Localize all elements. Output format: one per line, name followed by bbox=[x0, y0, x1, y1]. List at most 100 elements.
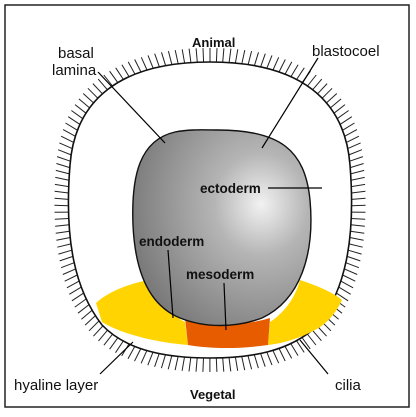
cilium bbox=[60, 256, 73, 261]
cilium bbox=[307, 334, 316, 345]
cilium bbox=[216, 358, 217, 372]
cilium bbox=[79, 99, 90, 108]
cilium bbox=[261, 354, 266, 367]
label-endoderm: endoderm bbox=[139, 234, 204, 249]
cilium bbox=[88, 88, 98, 98]
cilium bbox=[57, 244, 71, 247]
cilium bbox=[297, 341, 305, 353]
cilium bbox=[55, 191, 69, 193]
cilium bbox=[350, 164, 363, 168]
cilium bbox=[248, 356, 252, 370]
cilium bbox=[89, 321, 99, 331]
cilium bbox=[349, 244, 363, 247]
cilium bbox=[161, 355, 165, 368]
cilium bbox=[352, 198, 366, 199]
cilium bbox=[56, 170, 70, 174]
cilium bbox=[223, 48, 224, 62]
cilium bbox=[99, 330, 108, 341]
label-mesoderm: mesoderm bbox=[186, 267, 254, 282]
cilium bbox=[223, 358, 224, 372]
cilium bbox=[85, 316, 95, 326]
cilium bbox=[162, 52, 166, 65]
cilium bbox=[196, 358, 197, 372]
cilium bbox=[63, 269, 76, 275]
label-hyaline-layer: hyaline layer bbox=[14, 377, 98, 394]
cilium bbox=[116, 68, 124, 80]
cilium bbox=[189, 358, 191, 372]
cilium bbox=[168, 51, 172, 65]
cilium bbox=[348, 250, 361, 254]
cilium bbox=[345, 130, 357, 137]
cilium bbox=[341, 281, 353, 288]
cilium bbox=[242, 50, 245, 64]
cilium bbox=[196, 48, 197, 62]
cilium bbox=[350, 157, 363, 162]
cilium bbox=[346, 263, 359, 268]
blastocoel-region bbox=[133, 130, 311, 326]
cilium bbox=[339, 287, 351, 294]
cilium bbox=[148, 352, 153, 365]
cilium bbox=[349, 150, 362, 155]
cilium bbox=[59, 143, 72, 149]
cilium bbox=[203, 358, 204, 372]
cilium bbox=[75, 105, 86, 114]
cilium bbox=[261, 54, 266, 67]
cilium bbox=[81, 310, 92, 319]
cilium bbox=[248, 51, 252, 65]
cilium bbox=[242, 356, 245, 370]
cilium bbox=[58, 250, 71, 254]
cilium bbox=[313, 79, 322, 90]
cilium bbox=[235, 49, 237, 63]
cilium bbox=[297, 68, 305, 80]
cilium bbox=[55, 177, 69, 180]
cilium bbox=[110, 71, 118, 82]
cilium bbox=[128, 346, 135, 358]
cilium bbox=[58, 150, 71, 155]
cilium bbox=[175, 357, 178, 371]
cilium bbox=[61, 263, 74, 268]
cilium bbox=[189, 49, 191, 63]
cilium bbox=[83, 94, 93, 103]
cilium bbox=[285, 62, 292, 74]
cilium bbox=[71, 111, 82, 119]
cilium bbox=[63, 130, 75, 137]
cilium bbox=[235, 357, 237, 371]
cilium bbox=[273, 57, 279, 70]
cilium bbox=[203, 48, 204, 62]
cilium bbox=[291, 344, 298, 356]
cilium bbox=[93, 84, 103, 94]
cilium bbox=[72, 293, 84, 301]
cilium bbox=[116, 341, 124, 353]
cilium bbox=[291, 65, 298, 77]
cilium bbox=[69, 287, 81, 294]
cilium bbox=[56, 238, 70, 241]
cilium bbox=[56, 164, 69, 168]
cilium bbox=[182, 49, 184, 63]
label-blastocoel: blastocoel bbox=[312, 43, 380, 60]
cilium bbox=[229, 49, 231, 63]
cilium bbox=[334, 105, 345, 114]
cilium bbox=[110, 338, 118, 349]
cilium bbox=[344, 269, 357, 275]
cilium bbox=[308, 75, 317, 86]
label-animal: Animal bbox=[192, 35, 235, 50]
leader-cilia bbox=[300, 340, 328, 374]
label-vegetal: Vegetal bbox=[190, 387, 236, 402]
cilium bbox=[254, 355, 258, 368]
cilium bbox=[279, 348, 285, 361]
cilium bbox=[330, 99, 341, 108]
cilium bbox=[350, 231, 364, 233]
cilium bbox=[122, 65, 129, 77]
cilium bbox=[93, 326, 103, 336]
cilium bbox=[229, 358, 231, 372]
cilium bbox=[318, 84, 328, 94]
cilium bbox=[155, 54, 160, 67]
cilium bbox=[350, 238, 364, 241]
cilium bbox=[56, 231, 70, 233]
cilium bbox=[141, 57, 147, 70]
label-cilia: cilia bbox=[335, 377, 361, 394]
cilium bbox=[340, 117, 352, 125]
cilium bbox=[337, 111, 348, 119]
cilium bbox=[78, 305, 89, 314]
